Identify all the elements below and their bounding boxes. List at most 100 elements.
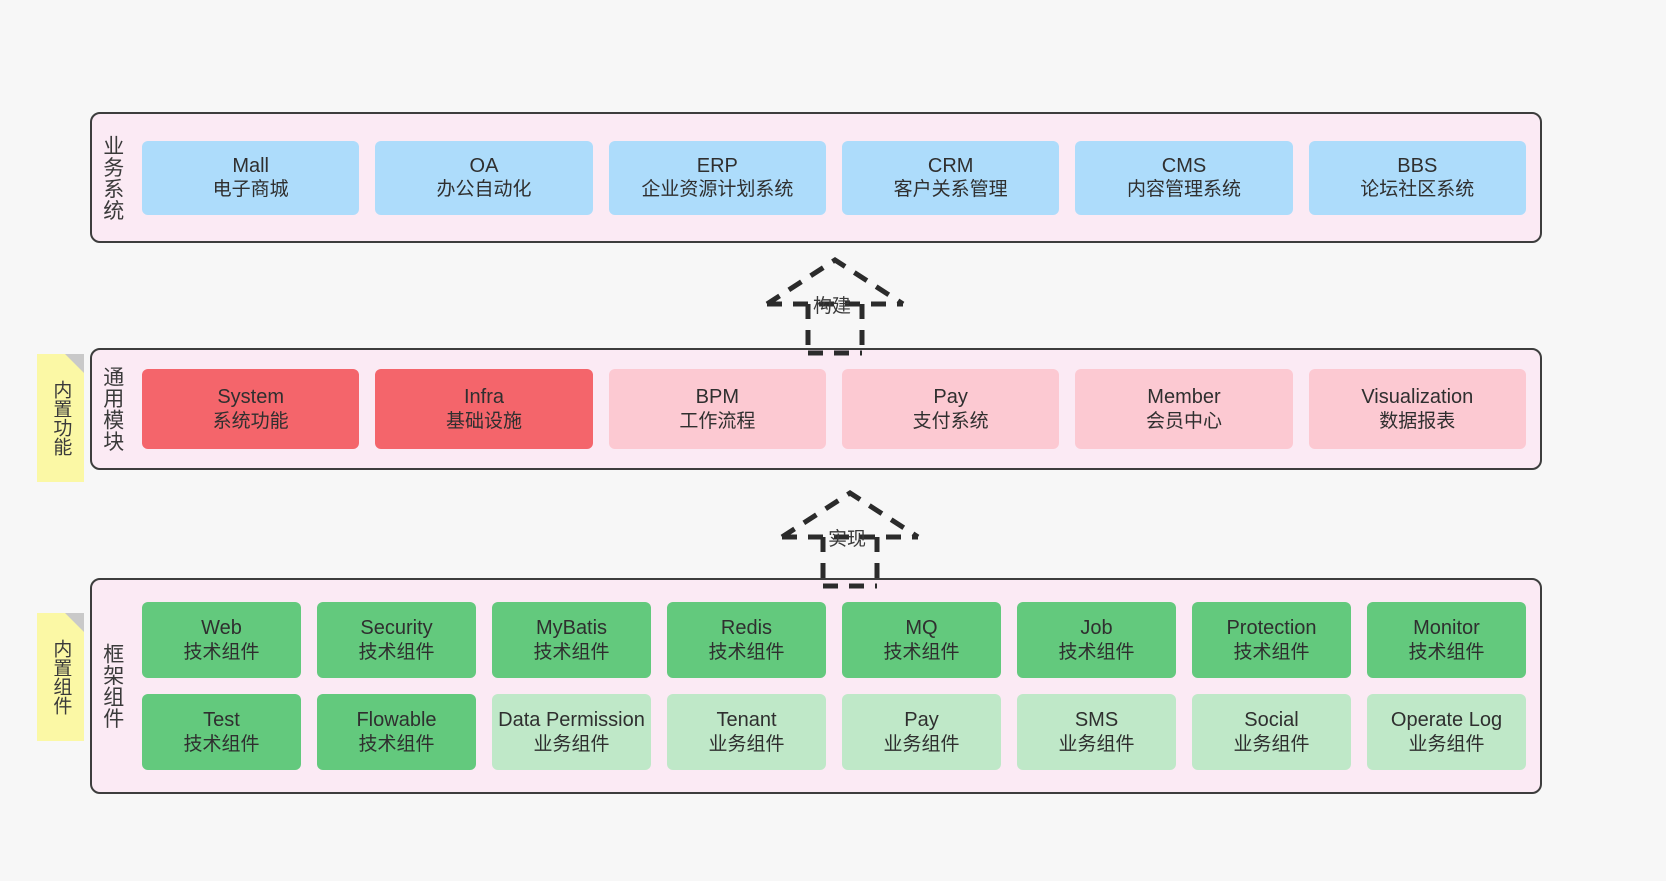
card-subtitle: 基础设施	[445, 410, 522, 432]
card-title: CMS	[1161, 154, 1207, 177]
card-subtitle: 技术组件	[883, 641, 960, 663]
card-title: Job	[1080, 617, 1113, 640]
card-title: BBS	[1397, 154, 1438, 177]
layer-framework-components: 框架组件 Web 技术组件 Security 技术组件 MyBatis 技术组件…	[90, 578, 1542, 794]
card-subtitle: 会员中心	[1145, 410, 1222, 432]
card-flowable[interactable]: Flowable 技术组件	[317, 694, 476, 770]
card-title: Visualization	[1361, 386, 1474, 409]
connector-implement: 实现	[770, 485, 930, 590]
card-subtitle: 技术组件	[358, 733, 435, 755]
card-title: Pay	[933, 386, 968, 409]
card-subtitle: 技术组件	[1408, 641, 1485, 663]
card-title: ERP	[696, 154, 738, 177]
card-bbs[interactable]: BBS 论坛社区系统	[1308, 140, 1526, 215]
card-erp[interactable]: ERP 企业资源计划系统	[608, 140, 826, 215]
card-title: Infra	[463, 386, 504, 409]
card-title: Tenant	[716, 709, 777, 732]
card-subtitle: 技术组件	[533, 641, 610, 663]
card-monitor[interactable]: Monitor 技术组件	[1367, 602, 1526, 678]
card-tenant[interactable]: Tenant 业务组件	[667, 694, 826, 770]
connector-label: 构建	[813, 296, 852, 317]
card-title: Security	[360, 617, 433, 640]
card-title: Flowable	[356, 709, 437, 732]
card-title: MQ	[905, 617, 938, 640]
sticky-note-label: 内置组件	[50, 639, 72, 715]
layer-common-modules: 通用模块 System 系统功能 Infra 基础设施 BPM 工作流程 Pay…	[90, 348, 1542, 470]
card-title: Operate Log	[1390, 709, 1503, 732]
connector-build: 构建	[755, 252, 915, 357]
realization-arrow-icon	[780, 490, 920, 589]
realization-arrow-icon	[765, 257, 905, 356]
card-subtitle: 企业资源计划系统	[641, 179, 794, 201]
layer-body-framework-components: Web 技术组件 Security 技术组件 MyBatis 技术组件 Redi…	[132, 580, 1540, 792]
card-member[interactable]: Member 会员中心	[1075, 369, 1293, 449]
card-sms[interactable]: SMS 业务组件	[1017, 694, 1176, 770]
card-operate-log[interactable]: Operate Log 业务组件	[1367, 694, 1526, 770]
card-subtitle: 技术组件	[1058, 641, 1135, 663]
card-title: Mall	[232, 154, 269, 177]
card-title: CRM	[927, 154, 974, 177]
card-subtitle: 支付系统	[912, 410, 989, 432]
sticky-note-builtin-components: 内置组件	[37, 613, 84, 741]
card-subtitle: 技术组件	[708, 641, 785, 663]
card-subtitle: 业务组件	[708, 733, 785, 755]
connector-label: 实现	[828, 529, 867, 550]
card-subtitle: 业务组件	[1058, 733, 1135, 755]
card-row: System 系统功能 Infra 基础设施 BPM 工作流程 Pay 支付系统…	[142, 369, 1526, 449]
card-subtitle: 客户关系管理	[893, 179, 1008, 201]
card-system[interactable]: System 系统功能	[142, 369, 360, 449]
card-job[interactable]: Job 技术组件	[1017, 602, 1176, 678]
card-social[interactable]: Social 业务组件	[1192, 694, 1351, 770]
card-protection[interactable]: Protection 技术组件	[1192, 602, 1351, 678]
card-security[interactable]: Security 技术组件	[317, 602, 476, 678]
card-bpm[interactable]: BPM 工作流程	[608, 369, 826, 449]
card-title: BPM	[695, 386, 739, 409]
card-web[interactable]: Web 技术组件	[142, 602, 301, 678]
card-redis[interactable]: Redis 技术组件	[667, 602, 826, 678]
card-row: Test 技术组件 Flowable 技术组件 Data Permission …	[142, 694, 1526, 770]
card-oa[interactable]: OA 办公自动化	[375, 140, 593, 215]
card-title: Social	[1244, 709, 1299, 732]
card-test[interactable]: Test 技术组件	[142, 694, 301, 770]
card-cms[interactable]: CMS 内容管理系统	[1075, 140, 1293, 215]
card-title: Member	[1147, 386, 1221, 409]
card-subtitle: 技术组件	[358, 641, 435, 663]
sticky-note-label: 内置功能	[50, 380, 72, 456]
card-title: Monitor	[1413, 617, 1480, 640]
layer-title-common-modules: 通用模块	[100, 366, 124, 452]
card-title: Web	[201, 617, 242, 640]
card-row: Web 技术组件 Security 技术组件 MyBatis 技术组件 Redi…	[142, 602, 1526, 678]
layer-body-common-modules: System 系统功能 Infra 基础设施 BPM 工作流程 Pay 支付系统…	[132, 350, 1540, 468]
card-subtitle: 系统功能	[212, 410, 289, 432]
card-subtitle: 业务组件	[1233, 733, 1310, 755]
card-pay[interactable]: Pay 支付系统	[841, 369, 1060, 449]
card-subtitle: 技术组件	[183, 733, 260, 755]
card-title: OA	[469, 154, 499, 177]
card-pay-component[interactable]: Pay 业务组件	[842, 694, 1001, 770]
card-subtitle: 技术组件	[183, 641, 260, 663]
card-title: Pay	[904, 709, 939, 732]
card-subtitle: 内容管理系统	[1126, 179, 1241, 201]
card-subtitle: 技术组件	[1233, 641, 1310, 663]
card-mall[interactable]: Mall 电子商城	[142, 140, 360, 215]
card-title: Redis	[720, 617, 773, 640]
card-subtitle: 业务组件	[883, 733, 960, 755]
card-mq[interactable]: MQ 技术组件	[842, 602, 1001, 678]
sticky-note-builtin-features: 内置功能	[37, 354, 84, 482]
card-title: MyBatis	[535, 617, 608, 640]
card-visualization[interactable]: Visualization 数据报表	[1308, 369, 1526, 449]
card-subtitle: 工作流程	[679, 410, 756, 432]
card-title: Test	[203, 709, 240, 732]
card-data-permission[interactable]: Data Permission 业务组件	[492, 694, 651, 770]
card-subtitle: 论坛社区系统	[1360, 179, 1475, 201]
card-subtitle: 业务组件	[533, 733, 610, 755]
card-subtitle: 业务组件	[1408, 733, 1485, 755]
card-mybatis[interactable]: MyBatis 技术组件	[492, 602, 651, 678]
card-subtitle: 数据报表	[1379, 410, 1456, 432]
layer-business-systems: 业务系统 Mall 电子商城 OA 办公自动化 ERP 企业资源计划系统 CRM…	[90, 112, 1542, 243]
card-infra[interactable]: Infra 基础设施	[375, 369, 593, 449]
card-row: Mall 电子商城 OA 办公自动化 ERP 企业资源计划系统 CRM 客户关系…	[142, 140, 1526, 215]
card-crm[interactable]: CRM 客户关系管理	[841, 140, 1060, 215]
card-title: Data Permission	[498, 709, 645, 732]
